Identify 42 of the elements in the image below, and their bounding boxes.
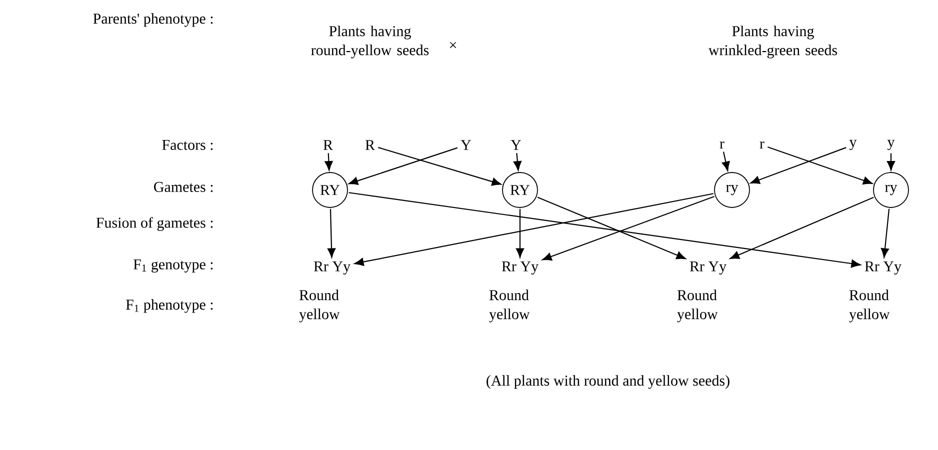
arrow <box>722 152 730 171</box>
arrow <box>730 196 874 259</box>
factor-letter: Y <box>510 140 522 150</box>
row-label: Parents' phenotype : <box>93 13 213 27</box>
factor-letter: R <box>323 140 333 150</box>
factor-letter: r <box>760 141 764 149</box>
genotype-text: Rr Yy <box>690 261 726 275</box>
phenotype-label: Round yellow <box>299 290 340 322</box>
arrow <box>327 208 336 258</box>
note-text: (All plants with round and yellow seeds) <box>486 375 730 389</box>
factor-letter: r <box>720 141 724 149</box>
row-label: Factors : <box>162 140 213 150</box>
phenotype-label: Round yellow <box>489 290 530 322</box>
phenotype-label: Round yellow <box>677 290 718 322</box>
arrow <box>348 192 861 268</box>
row-label: Gametes : <box>154 182 213 192</box>
factor-letter: R <box>365 140 375 150</box>
parent-text: Plants having wrinkled-green seeds <box>708 26 837 58</box>
cross-symbol: × <box>450 42 456 48</box>
genotype-text: Rr Yy <box>502 261 538 275</box>
genotype-text: Rr Yy <box>864 261 902 275</box>
phenotype-label: Round yellow <box>849 290 890 322</box>
factor-letter: y <box>849 140 857 150</box>
row-label: F$_{1}$ genotype : <box>134 259 213 273</box>
arrow <box>324 153 333 171</box>
factor-letter: y <box>887 140 895 150</box>
arrow <box>354 193 714 266</box>
arrow <box>378 146 502 186</box>
arrow <box>537 196 686 260</box>
parent-text: Plants having round-yellow seeds <box>311 26 429 58</box>
arrow <box>348 147 458 185</box>
genotype-text: Rr Yy <box>314 261 350 275</box>
row-label: F$_{1}$ phenotype : <box>126 299 213 313</box>
arrow <box>542 196 714 261</box>
arrow <box>750 147 846 184</box>
arrow <box>513 153 522 171</box>
arrow <box>516 208 524 258</box>
arrow <box>880 208 890 258</box>
factor-letter: Y <box>460 140 472 150</box>
arrow <box>886 153 896 170</box>
arrow <box>767 146 873 184</box>
row-label: Fusion of gametes : <box>96 217 213 231</box>
